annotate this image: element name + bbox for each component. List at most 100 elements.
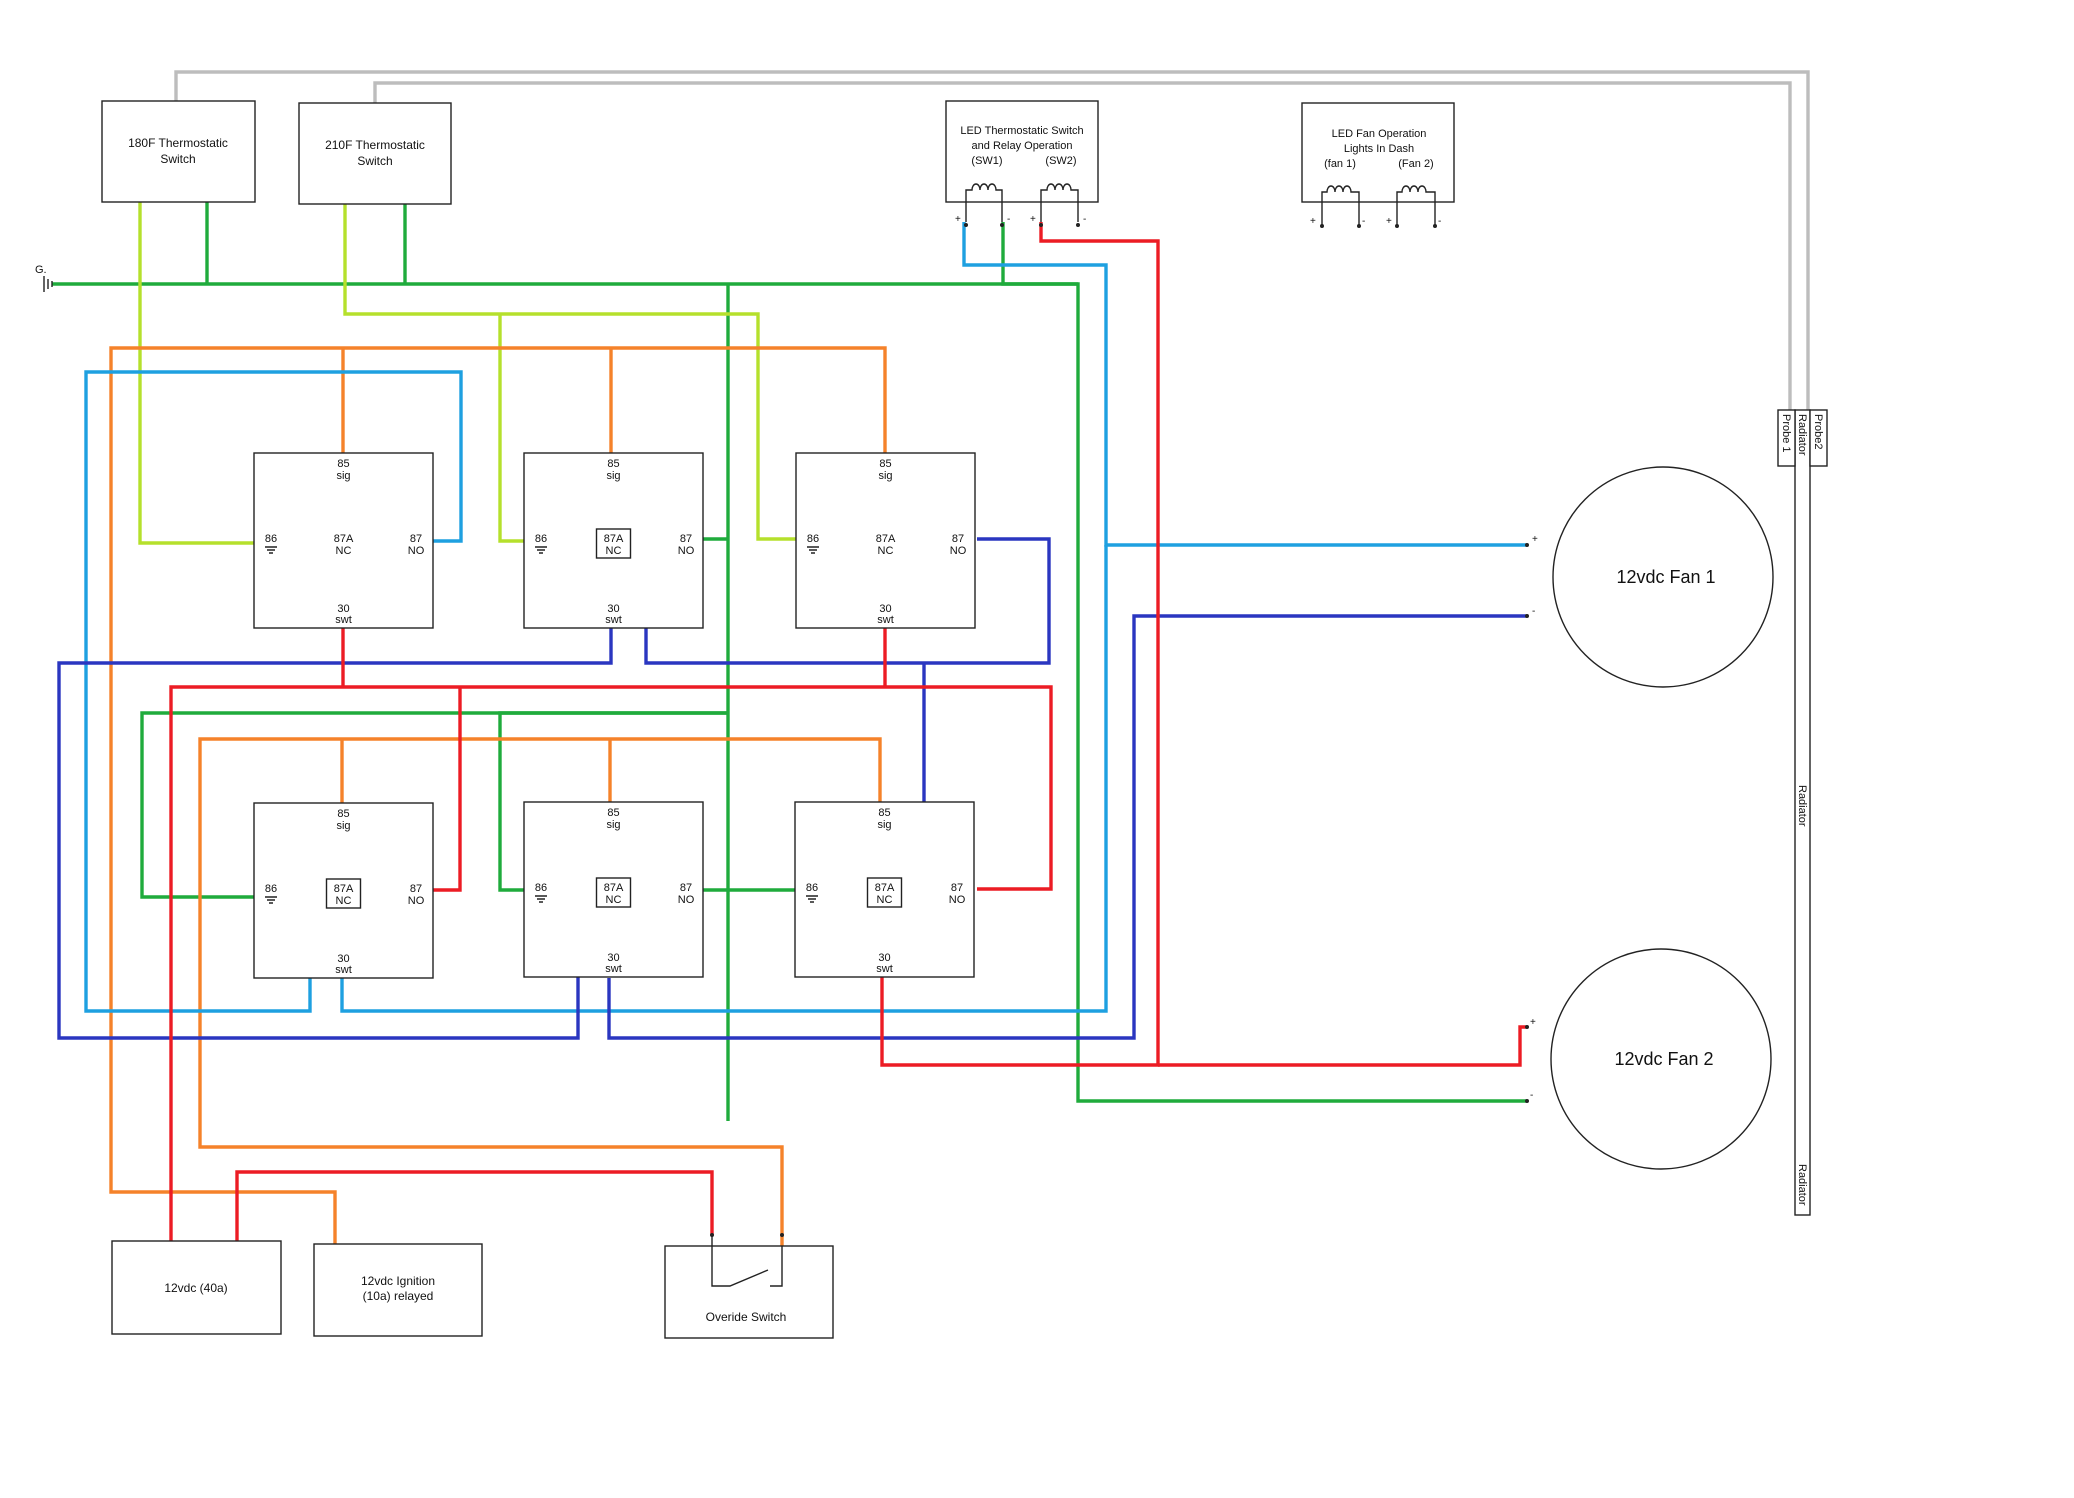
pin-30-label: 30 — [607, 952, 619, 964]
fan1-plus: + — [1532, 534, 1538, 545]
led-fan-panel: LED Fan Operation Lights In Dash (fan 1)… — [1301, 102, 1455, 227]
radiator-top-label: Radiator — [1796, 414, 1808, 456]
sw2-plus: + — [1030, 214, 1036, 225]
pin-87a-label: 87A — [604, 533, 624, 545]
pin-86-label: 86 — [265, 883, 277, 895]
pin-85-sig-label: sig — [336, 820, 350, 832]
wire-blue-r4-30 — [340, 545, 1108, 1013]
pin-87-label: 87 — [680, 533, 692, 545]
pin-87a-nc-label: NC — [336, 545, 352, 557]
pin-30-swt-label: swt — [877, 614, 894, 626]
pin-85-sig-label: sig — [877, 819, 891, 831]
thermostatic-switch-210f: 210F Thermostatic Switch — [298, 102, 452, 205]
pin-30-label: 30 — [337, 953, 349, 965]
pin-85-label: 85 — [337, 458, 349, 470]
wire-fan2-pos-end — [1158, 1025, 1527, 1067]
pin-87-no-label: NO — [408, 545, 425, 557]
radiator-mid-label: Radiator — [1796, 785, 1808, 827]
wire-probe1 — [174, 70, 1810, 412]
pin-86-label: 86 — [265, 533, 277, 545]
pin-85-label: 85 — [607, 807, 619, 819]
led-fan-line1: LED Fan Operation — [1332, 128, 1427, 140]
pin-30-swt-label: swt — [605, 963, 622, 975]
pin-85-sig-label: sig — [336, 470, 350, 482]
probe1-label: Probe 1 — [1780, 414, 1792, 453]
pin-30-swt-label: swt — [335, 614, 352, 626]
fan2-led-minus: - — [1438, 216, 1441, 227]
pin-87a-label: 87A — [604, 882, 624, 894]
pin-87a-nc-label: NC — [878, 545, 894, 557]
power-40a-label: 12vdc (40a) — [164, 1281, 227, 1295]
wire-ground-r5-86 — [498, 711, 728, 892]
ignition-line1: 12vdc Ignition — [361, 1274, 435, 1288]
ignition-line2: (10a) relayed — [363, 1289, 434, 1303]
sw2-minus: - — [1083, 214, 1086, 225]
pin-87a-nc-label: NC — [336, 895, 352, 907]
power-40a: 12vdc (40a) — [111, 1240, 282, 1335]
pin-85-label: 85 — [607, 458, 619, 470]
pin-86-label: 86 — [535, 533, 547, 545]
override-label: Overide Switch — [706, 1310, 787, 1324]
led-thermo-sw2: (SW2) — [1045, 155, 1076, 167]
pin-87-no-label: NO — [408, 895, 425, 907]
wire-ignition-bus-top — [109, 346, 887, 1244]
pin-87-label: 87 — [951, 882, 963, 894]
pin-30-swt-label: swt — [876, 963, 893, 975]
pin-85-sig-label: sig — [606, 470, 620, 482]
fan1-led-minus: - — [1362, 216, 1365, 227]
wire-override-bus-bottom — [198, 737, 882, 1246]
pin-86-label: 86 — [807, 533, 819, 545]
fan2-plus: + — [1530, 1017, 1536, 1028]
fan1-led-plus: + — [1310, 216, 1316, 227]
fan2-minus: - — [1530, 1090, 1533, 1101]
pin-30-label: 30 — [878, 952, 890, 964]
radiator-bottom-label: Radiator — [1796, 1164, 1808, 1206]
wire-fan1-pos — [962, 222, 1527, 547]
pin-85-label: 85 — [337, 808, 349, 820]
pin-30-swt-label: swt — [335, 964, 352, 976]
led-fan-fan2: (Fan 2) — [1398, 158, 1433, 170]
pin-87-label: 87 — [680, 882, 692, 894]
terminal-dots — [710, 223, 1529, 1237]
probe2-label: Probe2 — [1812, 414, 1824, 449]
wire-red-override — [235, 1170, 714, 1241]
pin-87a-label: 87A — [876, 533, 896, 545]
fan-1: 12vdc Fan 1 + - — [1532, 466, 1774, 688]
fan1-label: 12vdc Fan 1 — [1616, 567, 1715, 587]
thermo1-line2: Switch — [160, 152, 195, 166]
pin-30-label: 30 — [879, 603, 891, 615]
pin-87a-nc-label: NC — [606, 545, 622, 557]
pin-87-no-label: NO — [678, 894, 695, 906]
pin-30-label: 30 — [607, 603, 619, 615]
pin-87-no-label: NO — [949, 894, 966, 906]
wires — [52, 70, 1810, 1246]
thermo2-line1: 210F Thermostatic — [325, 138, 425, 152]
wire-probe2 — [373, 81, 1792, 410]
wire-fan2-pos — [880, 222, 1160, 1067]
fan2-label: 12vdc Fan 2 — [1614, 1049, 1713, 1069]
wire-thermo1-signal — [138, 202, 254, 545]
wire-thermo2-r2 — [498, 314, 524, 543]
pin-87-label: 87 — [952, 533, 964, 545]
fan-2: 12vdc Fan 2 + - — [1530, 948, 1772, 1170]
ignition-power: 12vdc Ignition (10a) relayed — [313, 1243, 483, 1337]
pin-30-label: 30 — [337, 603, 349, 615]
wire-ground-fan2 — [1001, 222, 1527, 1103]
wire-thermo2-signal — [343, 204, 796, 541]
pin-86-label: 86 — [806, 882, 818, 894]
pin-85-label: 85 — [879, 458, 891, 470]
sw1-plus: + — [955, 214, 961, 225]
led-thermo-sw1: (SW1) — [971, 155, 1002, 167]
thermostatic-switch-180f: 180F Thermostatic Switch — [101, 100, 256, 203]
pin-85-sig-label: sig — [606, 819, 620, 831]
led-thermo-line1: LED Thermostatic Switch — [960, 125, 1083, 137]
pin-86-label: 86 — [535, 882, 547, 894]
pin-87-no-label: NO — [950, 545, 967, 557]
pin-87-label: 87 — [410, 883, 422, 895]
led-fan-line2: Lights In Dash — [1344, 143, 1414, 155]
wire-ground-r4-86 — [140, 711, 728, 899]
